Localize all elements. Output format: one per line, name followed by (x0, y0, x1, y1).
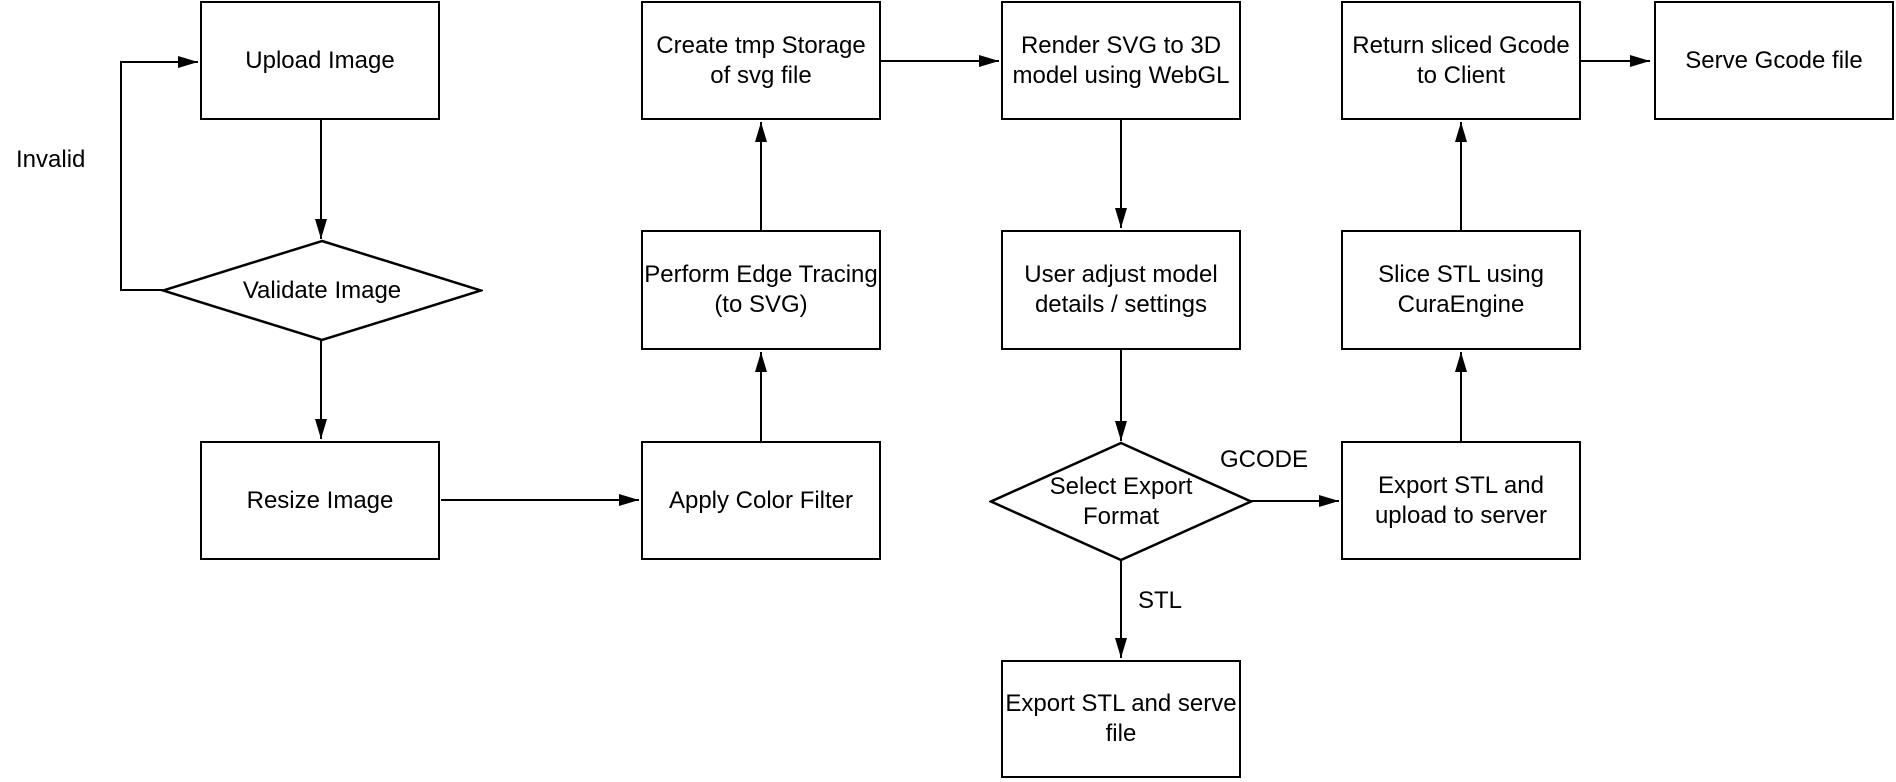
node-validate-image: Validate Image (161, 239, 483, 342)
node-user-adjust-model: User adjust model details / settings (1001, 230, 1241, 350)
node-select-export-format: Select Export Format (989, 441, 1253, 562)
node-upload-image-label: Upload Image (245, 46, 395, 74)
node-perform-edge-tracing-label: Perform Edge Tracing (to SVG) (644, 261, 878, 318)
node-export-stl-serve: Export STL and serve file (1001, 660, 1241, 778)
edge-label-gcode: GCODE (1220, 446, 1309, 473)
edge-validate-invalid-loop (120, 56, 198, 291)
node-resize-image-label: Resize Image (246, 486, 394, 514)
node-export-stl-serve-label: Export STL and serve file (1005, 690, 1237, 747)
node-export-stl-upload: Export STL and upload to server (1341, 441, 1581, 560)
node-create-tmp-storage: Create tmp Storage of svg file (641, 1, 881, 120)
node-select-export-format-label: Select Export Format (1049, 472, 1193, 530)
decision-diamond-shape (161, 239, 483, 342)
node-render-svg-webgl: Render SVG to 3D model using WebGL (1001, 1, 1241, 120)
node-apply-color-filter: Apply Color Filter (641, 441, 881, 560)
node-return-sliced-gcode-label: Return sliced Gcode to Client (1352, 31, 1570, 89)
node-validate-image-label: Validate Image (242, 276, 402, 304)
edge-label-stl: STL (1138, 587, 1183, 614)
node-slice-stl: Slice STL using CuraEngine (1341, 230, 1581, 350)
node-user-adjust-model-label: User adjust model details / settings (1024, 261, 1218, 318)
node-upload-image: Upload Image (200, 1, 440, 120)
node-return-sliced-gcode: Return sliced Gcode to Client (1341, 1, 1581, 120)
node-perform-edge-tracing: Perform Edge Tracing (to SVG) (641, 230, 881, 350)
node-export-stl-upload-label: Export STL and upload to server (1374, 471, 1548, 529)
node-create-tmp-storage-label: Create tmp Storage of svg file (656, 31, 866, 89)
node-serve-gcode-file: Serve Gcode file (1654, 1, 1894, 120)
edge-label-invalid: Invalid (16, 146, 86, 173)
node-serve-gcode-file-label: Serve Gcode file (1685, 46, 1863, 74)
node-apply-color-filter-label: Apply Color Filter (668, 486, 854, 514)
node-render-svg-webgl-label: Render SVG to 3D model using WebGL (1012, 31, 1230, 89)
decision-diamond-shape (989, 441, 1253, 562)
node-resize-image: Resize Image (200, 441, 440, 560)
node-slice-stl-label: Slice STL using CuraEngine (1378, 261, 1544, 318)
